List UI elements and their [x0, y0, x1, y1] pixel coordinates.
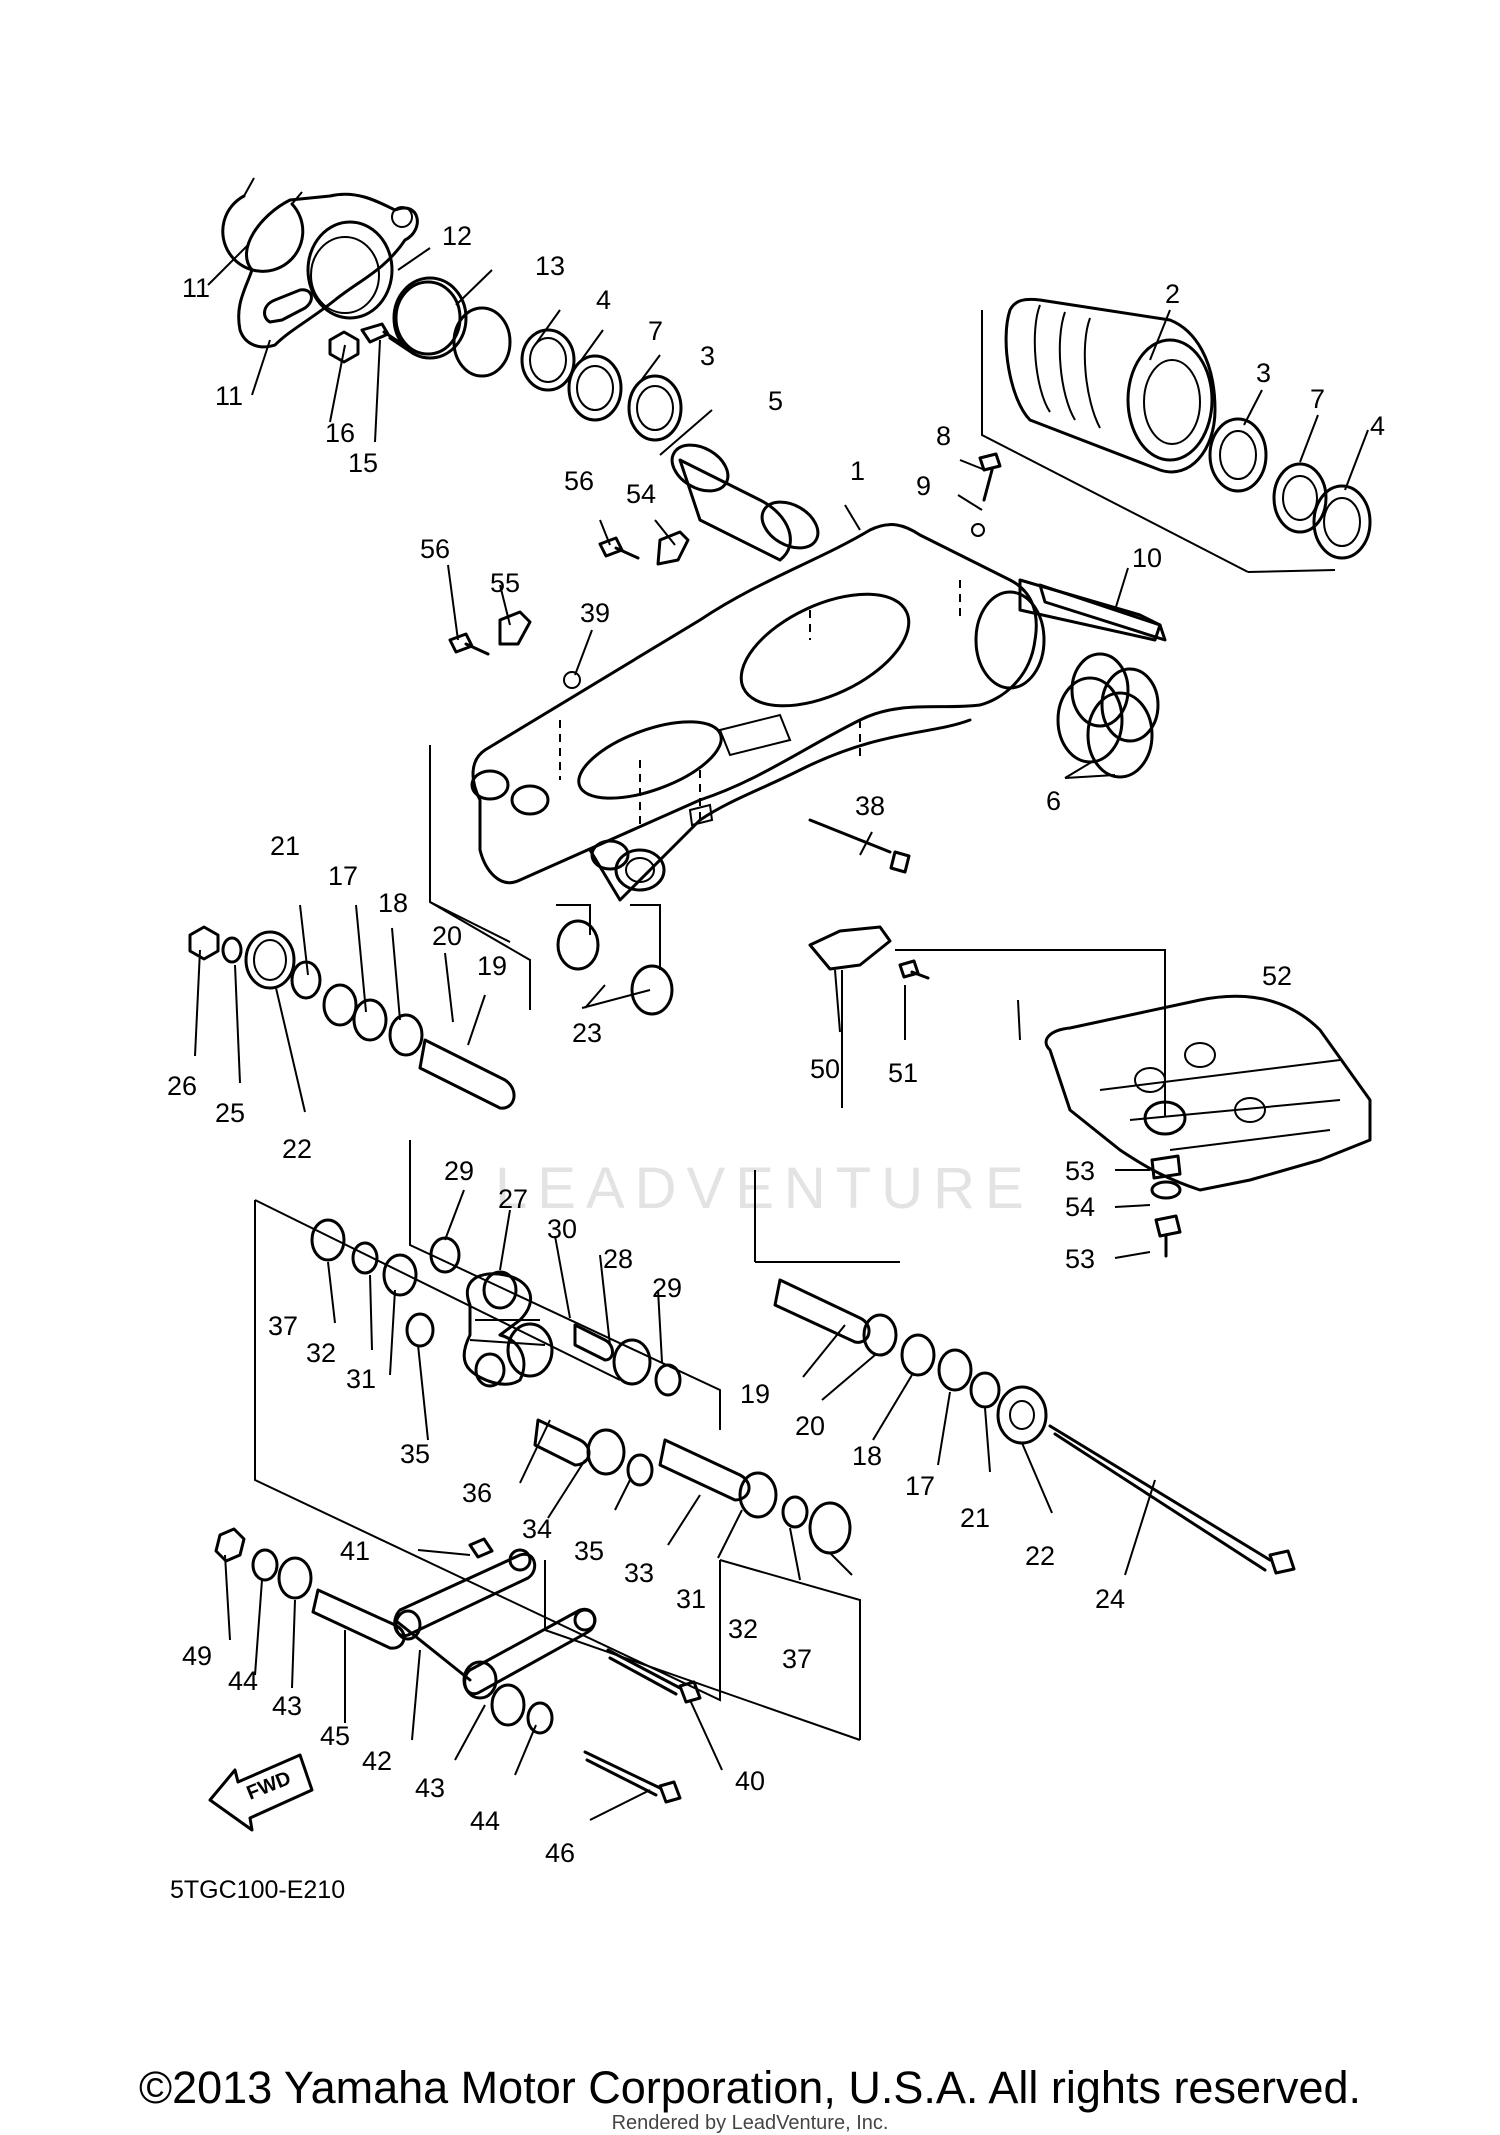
callout-7: 7 — [648, 316, 663, 346]
callout-35: 35 — [400, 1439, 430, 1469]
callout-37b: 37 — [782, 1644, 812, 1674]
callout-43b: 43 — [415, 1773, 445, 1803]
left-pivot-hardware — [188, 745, 674, 1110]
callout-22: 22 — [282, 1134, 312, 1164]
callout-39: 39 — [580, 598, 610, 628]
callout-21b: 21 — [960, 1503, 990, 1533]
callout-7b: 7 — [1310, 384, 1325, 414]
callout-12: 12 — [442, 221, 472, 251]
callout-1: 1 — [850, 456, 865, 486]
bottom-hardware — [214, 1527, 861, 1804]
callout-41: 41 — [340, 1536, 370, 1566]
callout-8: 8 — [936, 421, 951, 451]
callout-3: 3 — [700, 341, 715, 371]
callout-14: 11 — [182, 273, 210, 303]
callout-35b: 35 — [574, 1536, 604, 1566]
watermark-text: LEADVENTURE — [495, 1156, 1034, 1221]
callout-3b: 3 — [1256, 358, 1271, 388]
callout-labels: 11 12 13 4 7 3 5 11 16 15 2 3 7 4 8 9 1 … — [167, 221, 1385, 1868]
callout-51: 53 — [1065, 1244, 1095, 1274]
callout-5: 5 — [768, 386, 783, 416]
callout-36: 36 — [462, 1478, 492, 1508]
callout-32: 32 — [306, 1338, 336, 1368]
callout-46: 46 — [545, 1838, 575, 1868]
relay-bearings — [254, 1140, 861, 1740]
callout-44: 44 — [228, 1666, 258, 1696]
small-bolts — [448, 452, 1002, 980]
callout-4b: 4 — [1370, 411, 1385, 441]
callout-18b: 18 — [852, 1441, 882, 1471]
callout-43: 43 — [272, 1691, 302, 1721]
callout-26: 26 — [167, 1071, 197, 1101]
callout-24: 24 — [1095, 1584, 1125, 1614]
callout-22b: 22 — [1025, 1541, 1055, 1571]
callout-20: 20 — [432, 921, 462, 951]
callout-42: 42 — [362, 1746, 392, 1776]
callout-50: 52 — [1262, 961, 1292, 991]
callout-32b: 32 — [728, 1614, 758, 1644]
callout-56b: 56 — [420, 534, 450, 564]
callout-45: 45 — [320, 1721, 350, 1751]
callout-15: 15 — [348, 448, 378, 478]
rendered-by-credit: Rendered by LeadVenture, Inc. — [611, 2112, 889, 2134]
callout-25: 25 — [215, 1098, 245, 1128]
callout-6: 6 — [1046, 786, 1061, 816]
callout-17: 17 — [328, 861, 358, 891]
copyright-notice: ©2013 Yamaha Motor Corporation, U.S.A. A… — [138, 2062, 1362, 2113]
ring-12 — [392, 276, 468, 360]
callout-21: 21 — [270, 831, 300, 861]
callout-37: 37 — [268, 1311, 298, 1341]
callout-54: 54 — [626, 479, 656, 509]
callout-48: 50 — [810, 1054, 840, 1084]
callout-44b: 44 — [470, 1806, 500, 1836]
callout-29: 29 — [444, 1156, 474, 1186]
callout-34: 34 — [522, 1514, 552, 1544]
callout-31: 31 — [346, 1364, 376, 1394]
callout-53: 54 — [1065, 1192, 1095, 1222]
callout-9: 9 — [916, 471, 931, 501]
callout-29b: 29 — [652, 1273, 682, 1303]
callout-16: 16 — [325, 418, 355, 448]
callout-11: 11 — [215, 381, 243, 411]
chain-guide-50 — [1044, 994, 1372, 1258]
callout-20b: 20 — [795, 1411, 825, 1441]
callout-40: 40 — [735, 1766, 765, 1796]
swingarm-bracket-group — [221, 177, 683, 442]
callout-55: 55 — [490, 568, 520, 598]
collar-5 — [670, 443, 820, 562]
pivot-shaft-group — [981, 297, 1372, 573]
callout-10: 10 — [1132, 543, 1162, 573]
callout-4: 4 — [596, 285, 611, 315]
right-relay-hardware — [754, 1170, 1296, 1575]
chain-guard-10 — [1038, 583, 1167, 642]
swingarm-body — [470, 523, 1162, 902]
callout-19: 19 — [477, 951, 507, 981]
callout-31b: 31 — [676, 1584, 706, 1614]
o-ring-6b — [1086, 691, 1154, 779]
callout-18: 18 — [378, 888, 408, 918]
leader-lines — [194, 244, 1369, 1821]
callout-19b: 19 — [740, 1379, 770, 1409]
callout-23: 23 — [572, 1018, 602, 1048]
diagram-code: 5TGC100-E210 — [170, 1876, 345, 1904]
callout-33: 33 — [624, 1558, 654, 1588]
callout-30: 30 — [547, 1214, 577, 1244]
callout-17b: 17 — [905, 1471, 935, 1501]
callout-52: 53 — [1065, 1156, 1095, 1186]
callout-2: 2 — [1165, 279, 1180, 309]
callout-49: 51 — [888, 1058, 918, 1088]
callout-28: 28 — [603, 1244, 633, 1274]
callout-13: 13 — [535, 251, 565, 281]
callout-27: 27 — [498, 1184, 528, 1214]
fwd-arrow-icon: FWD — [208, 1753, 314, 1832]
callout-38: 38 — [855, 791, 885, 821]
callout-56: 56 — [564, 466, 594, 496]
fwd-label: FWD — [244, 1767, 294, 1804]
connecting-rod-42 — [393, 1548, 597, 1700]
relay-arm-27 — [462, 1270, 554, 1388]
callout-47: 49 — [182, 1641, 212, 1671]
